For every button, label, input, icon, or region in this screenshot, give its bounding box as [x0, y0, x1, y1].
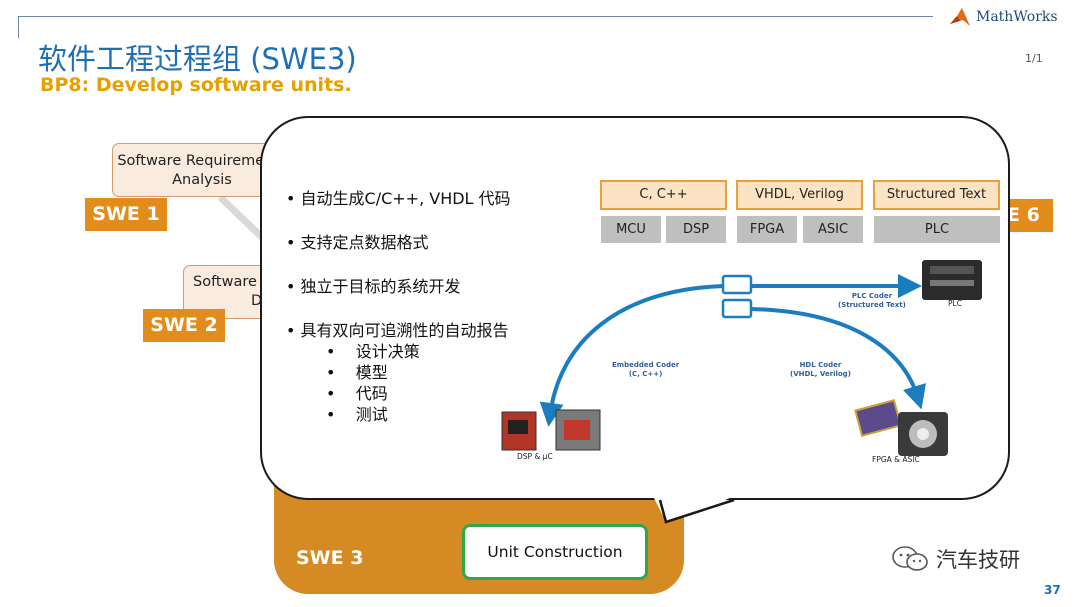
- swe2-tag: SWE 2: [143, 309, 225, 342]
- watermark-text: 汽车技研: [936, 548, 1020, 572]
- plc-coder-sub: (Structured Text): [838, 301, 906, 309]
- sub-item-text: 模型: [355, 363, 388, 382]
- unit-construction-box: Unit Construction: [462, 524, 648, 580]
- wechat-watermark: 汽车技研: [890, 544, 1020, 574]
- feature-text: 独立于目标的系统开发: [300, 277, 461, 296]
- page-title: 软件工程过程组 (SWE3): [38, 42, 357, 76]
- embedded-coder-text: Embedded Coder: [612, 361, 680, 369]
- swe6-tag: E 6: [1003, 199, 1053, 232]
- feature-item: • 具有双向可追溯性的自动报告: [286, 321, 509, 340]
- header-rule: [18, 16, 933, 17]
- page-count: 1/1: [1025, 52, 1043, 65]
- dsp-label: DSP & µC: [517, 452, 553, 461]
- feature-item: • 独立于目标的系统开发: [286, 277, 461, 296]
- plc-coder-text: PLC Coder: [851, 292, 893, 300]
- page-subtitle: BP8: Develop software units.: [40, 74, 352, 96]
- feature-item: • 支持定点数据格式: [286, 233, 429, 252]
- hw-plc: PLC: [874, 216, 1000, 243]
- codegen-diagram: [501, 260, 982, 456]
- feature-item: • 自动生成C/C++, VHDL 代码: [286, 189, 511, 208]
- feature-text: 具有双向可追溯性的自动报告: [300, 321, 509, 340]
- coder-block-icon: [721, 274, 753, 295]
- dsp-board-icon: [501, 409, 601, 451]
- hw-asic: ASIC: [803, 216, 863, 243]
- lang-c: C, C++: [600, 180, 727, 210]
- plc-coder-label: PLC Coder (Structured Text): [838, 292, 906, 310]
- hdl-coder-text: HDL Coder: [799, 361, 842, 369]
- design-box-line1: Software: [193, 274, 257, 290]
- feature-text: 支持定点数据格式: [300, 233, 429, 252]
- sub-item: • 代码: [326, 384, 388, 403]
- sub-item-text: 设计决策: [355, 342, 420, 361]
- mathworks-logo: MathWorks: [948, 6, 1058, 28]
- wechat-icon: [892, 546, 928, 571]
- hw-mcu: MCU: [601, 216, 661, 243]
- sub-item: • 模型: [326, 363, 388, 382]
- design-box-line2: D: [251, 293, 263, 309]
- lang-structured-text: Structured Text: [873, 180, 1000, 210]
- sub-item: • 测试: [326, 405, 388, 424]
- embedded-coder-sub: (C, C++): [628, 370, 663, 378]
- callout-tail: [654, 498, 735, 524]
- header-rule-left: [18, 16, 19, 38]
- hdl-coder-label: HDL Coder (VHDL, Verilog): [790, 361, 851, 379]
- hw-dsp: DSP: [666, 216, 726, 243]
- hdl-coder-sub: (VHDL, Verilog): [790, 370, 851, 378]
- req-box-line1: Software Requirements: [117, 153, 287, 169]
- membrane-icon: [950, 8, 970, 26]
- sub-item-text: 代码: [355, 384, 388, 403]
- swe1-tag: SWE 1: [85, 198, 167, 231]
- coder-block-icon: [721, 298, 753, 319]
- logo-text: MathWorks: [976, 9, 1058, 25]
- plc-device-icon: [922, 260, 982, 300]
- arrow-to-dsp: [539, 284, 724, 427]
- arrow-to-fpga: [751, 307, 927, 410]
- req-box-line2: Analysis: [172, 172, 232, 188]
- hw-fpga: FPGA: [737, 216, 797, 243]
- fpga-chip-icon: [854, 399, 948, 456]
- plc-label: PLC: [948, 299, 962, 308]
- swe3-label: SWE 3: [296, 547, 364, 569]
- sub-item: • 设计决策: [326, 342, 420, 361]
- page-number: 37: [1044, 583, 1061, 597]
- embedded-coder-label: Embedded Coder (C, C++): [612, 361, 679, 379]
- fpga-label: FPGA & ASIC: [872, 455, 920, 464]
- feature-text: 自动生成C/C++, VHDL 代码: [300, 189, 511, 208]
- lang-vhdl: VHDL, Verilog: [736, 180, 863, 210]
- sub-item-text: 测试: [355, 405, 388, 424]
